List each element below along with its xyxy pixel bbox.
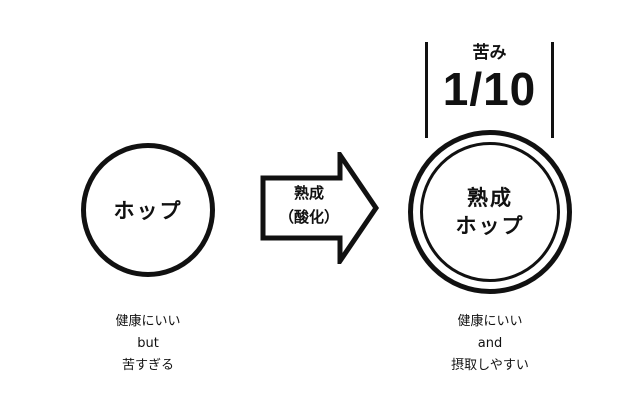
- hop-label: ホップ: [113, 199, 183, 223]
- hop-caption: 健康にいい but 苦すぎる: [88, 311, 208, 377]
- hop-caption-line: 健康にいい: [115, 314, 181, 329]
- bitterness-left-bar: [425, 42, 428, 138]
- aged-hop-outer-ring: [408, 130, 572, 294]
- aged-hop-circle: 熟成 ホップ: [420, 142, 560, 282]
- process-label-line2: （酸化）: [278, 208, 339, 226]
- aged-hop-caption-line: 健康にいい: [457, 314, 523, 329]
- bitterness-label: 苦み: [472, 43, 507, 63]
- aged-hop-caption-line: 摂取しやすい: [451, 358, 529, 373]
- process-label-line1: 熟成: [293, 184, 324, 202]
- aged-hop-caption: 健康にいい and 摂取しやすい: [420, 311, 560, 377]
- process-label: 熟成 （酸化）: [268, 181, 350, 229]
- hop-caption-line: 苦すぎる: [121, 358, 174, 373]
- hop-caption-line: but: [137, 336, 159, 351]
- hop-circle: ホップ: [81, 143, 215, 277]
- aged-hop-label-line1: 熟成: [467, 186, 513, 210]
- aged-hop-label-line2: ホップ: [455, 214, 525, 238]
- bitterness-value: 1/10: [442, 63, 537, 115]
- aged-hop-caption-line: and: [477, 336, 503, 351]
- process-arrow: [260, 152, 380, 264]
- bitterness-right-bar: [551, 42, 554, 138]
